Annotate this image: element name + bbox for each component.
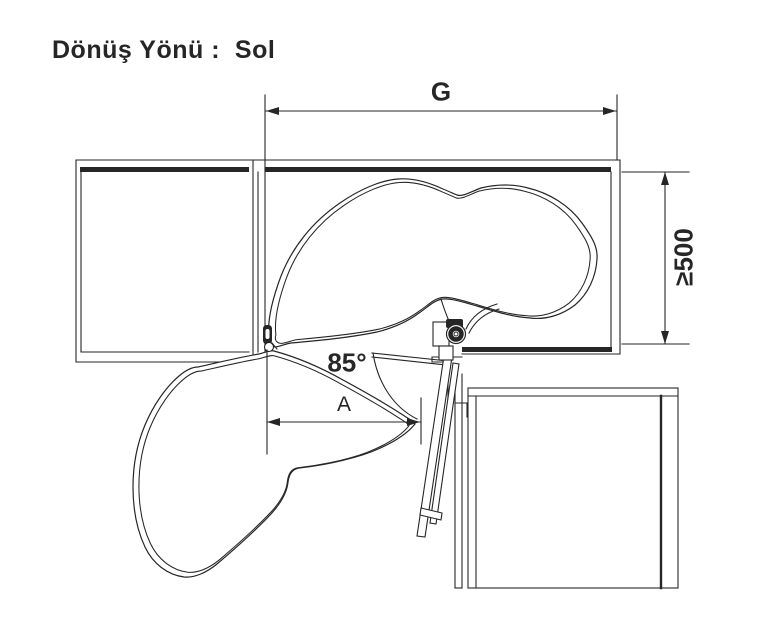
dim-label-angle: 85° bbox=[327, 347, 367, 378]
pivot-dark-ring bbox=[448, 326, 464, 342]
dimension-500 bbox=[621, 171, 690, 345]
dim-label-width: G bbox=[430, 76, 452, 107]
wall-cabinet bbox=[75, 159, 621, 363]
pivot-arm-curve bbox=[465, 303, 500, 334]
upper-shelf-outer-rim bbox=[267, 178, 598, 348]
lower-shelf-outer-rim bbox=[132, 350, 416, 578]
hinge-slot bbox=[265, 329, 270, 339]
lower-shelf-inner-rim bbox=[138, 354, 410, 573]
hinge-pin bbox=[263, 341, 275, 353]
dimension-a bbox=[266, 349, 422, 455]
pivot-lower-bracket bbox=[438, 345, 454, 361]
door-closed-line bbox=[371, 352, 449, 366]
swing-arc bbox=[372, 352, 418, 420]
page-title: Dönüş Yönü : Sol bbox=[52, 36, 276, 64]
upper-shelf-inner-rim bbox=[274, 181, 591, 344]
dim-label-height: ≥500 bbox=[668, 228, 699, 286]
door-slat-back bbox=[429, 362, 460, 525]
door-crossbar bbox=[419, 507, 443, 521]
left-hinge bbox=[263, 325, 278, 353]
lower-kidney-shelf bbox=[132, 350, 416, 578]
door-swing-geometry bbox=[371, 352, 449, 420]
rim-wrap bbox=[440, 298, 450, 322]
cabinet-door-open bbox=[416, 355, 460, 538]
dim-label-opening: A bbox=[336, 393, 352, 416]
upper-kidney-shelf bbox=[267, 178, 598, 348]
pivot-center bbox=[453, 331, 459, 337]
dimension-g bbox=[264, 94, 618, 161]
pivot-mechanism bbox=[432, 298, 500, 361]
base-cabinet bbox=[467, 387, 679, 590]
